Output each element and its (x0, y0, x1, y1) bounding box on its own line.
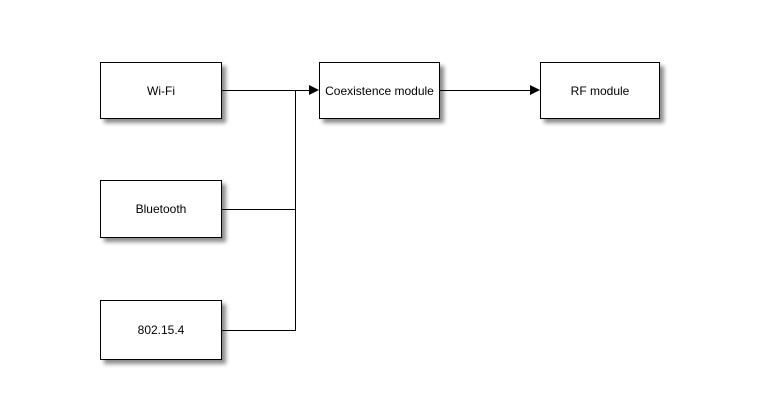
node-bluetooth[interactable]: Bluetooth (100, 180, 222, 238)
node-802154[interactable]: 802.15.4 (100, 300, 222, 360)
node-coexistence-module[interactable]: Coexistence module (319, 62, 440, 119)
arrowhead-icon (530, 85, 540, 95)
connector-coexistence-to-rf (440, 90, 530, 91)
arrowhead-icon (309, 85, 319, 95)
connector-branch-vertical (295, 90, 296, 331)
node-wifi[interactable]: Wi-Fi (100, 62, 222, 119)
node-coexistence-module-label: Coexistence module (325, 83, 434, 98)
connector-802154-to-branch (222, 330, 296, 331)
connector-wifi-to-coexistence (222, 90, 310, 91)
node-rf-module-label: RF module (570, 83, 630, 98)
node-wifi-label: Wi-Fi (147, 83, 175, 98)
connector-bluetooth-to-branch (222, 209, 296, 210)
node-rf-module[interactable]: RF module (540, 62, 660, 119)
node-802154-label: 802.15.4 (137, 323, 185, 337)
node-bluetooth-label: Bluetooth (135, 202, 187, 216)
